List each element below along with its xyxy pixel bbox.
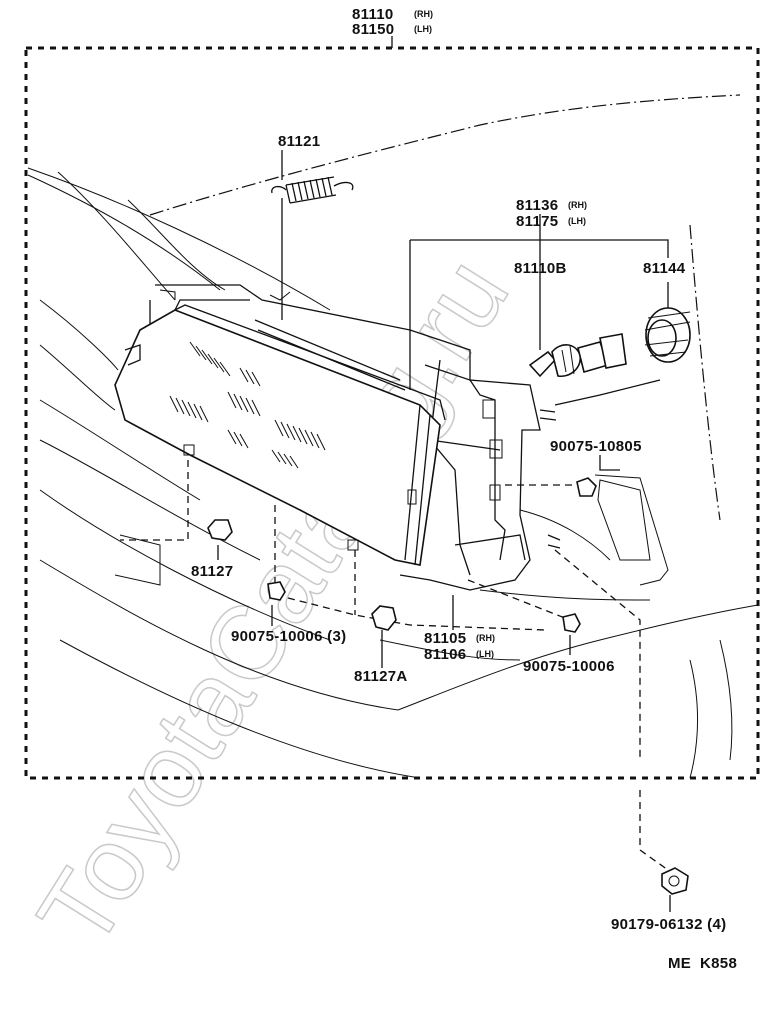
- bulb-part: [528, 333, 627, 378]
- nut-small-part: [267, 581, 286, 601]
- label-assembly-rh: 81110: [352, 6, 394, 23]
- headlight-lens-unit: [114, 304, 446, 566]
- label-cap: 81144: [643, 260, 686, 277]
- assembly-boundary: [24, 36, 760, 780]
- label-assembly-lh: 81150: [352, 21, 394, 38]
- tag-socket-lh: (LH): [568, 216, 586, 226]
- label-nut-right: 90075-10006: [523, 658, 615, 675]
- label-socket-lh: 81175: [516, 213, 558, 230]
- label-retainer: 81127: [191, 563, 233, 580]
- tag-assembly-lh: (LH): [414, 24, 432, 34]
- spring-part: [271, 176, 354, 204]
- label-nut-small: 90075-10006 (3): [231, 628, 346, 645]
- tag-assembly-rh: (RH): [414, 9, 433, 19]
- tag-housing-rh: (RH): [476, 633, 495, 643]
- leader-lines: [120, 150, 671, 912]
- label-spring: 81121: [278, 133, 320, 150]
- tag-socket-rh: (RH): [568, 200, 587, 210]
- label-bolt-top: 90075-10805: [550, 438, 642, 455]
- bolt-top-part: [576, 477, 597, 497]
- nut-right-part: [562, 613, 581, 633]
- car-body-outline: [27, 94, 759, 779]
- lens-rib-pattern: [169, 341, 326, 469]
- screw-part: [661, 867, 689, 895]
- part-labels: 81110 (RH) 81150 (LH) 81121 81136 (RH) 8…: [191, 6, 737, 972]
- label-housing-lh: 81106: [424, 646, 466, 663]
- label-socket-rh: 81136: [516, 197, 558, 214]
- label-screw: 90179-06132 (4): [611, 916, 726, 933]
- label-bulb: 81110B: [514, 260, 567, 277]
- tag-housing-lh: (LH): [476, 649, 494, 659]
- retainer-part: [207, 519, 233, 541]
- hardware-parts: [207, 477, 689, 895]
- retainer-a-part: [371, 605, 397, 631]
- diagram-code: ME K858: [668, 955, 737, 972]
- label-housing-rh: 81105: [424, 630, 466, 647]
- cap-part: [644, 307, 691, 363]
- label-retainer-a: 81127A: [354, 668, 408, 685]
